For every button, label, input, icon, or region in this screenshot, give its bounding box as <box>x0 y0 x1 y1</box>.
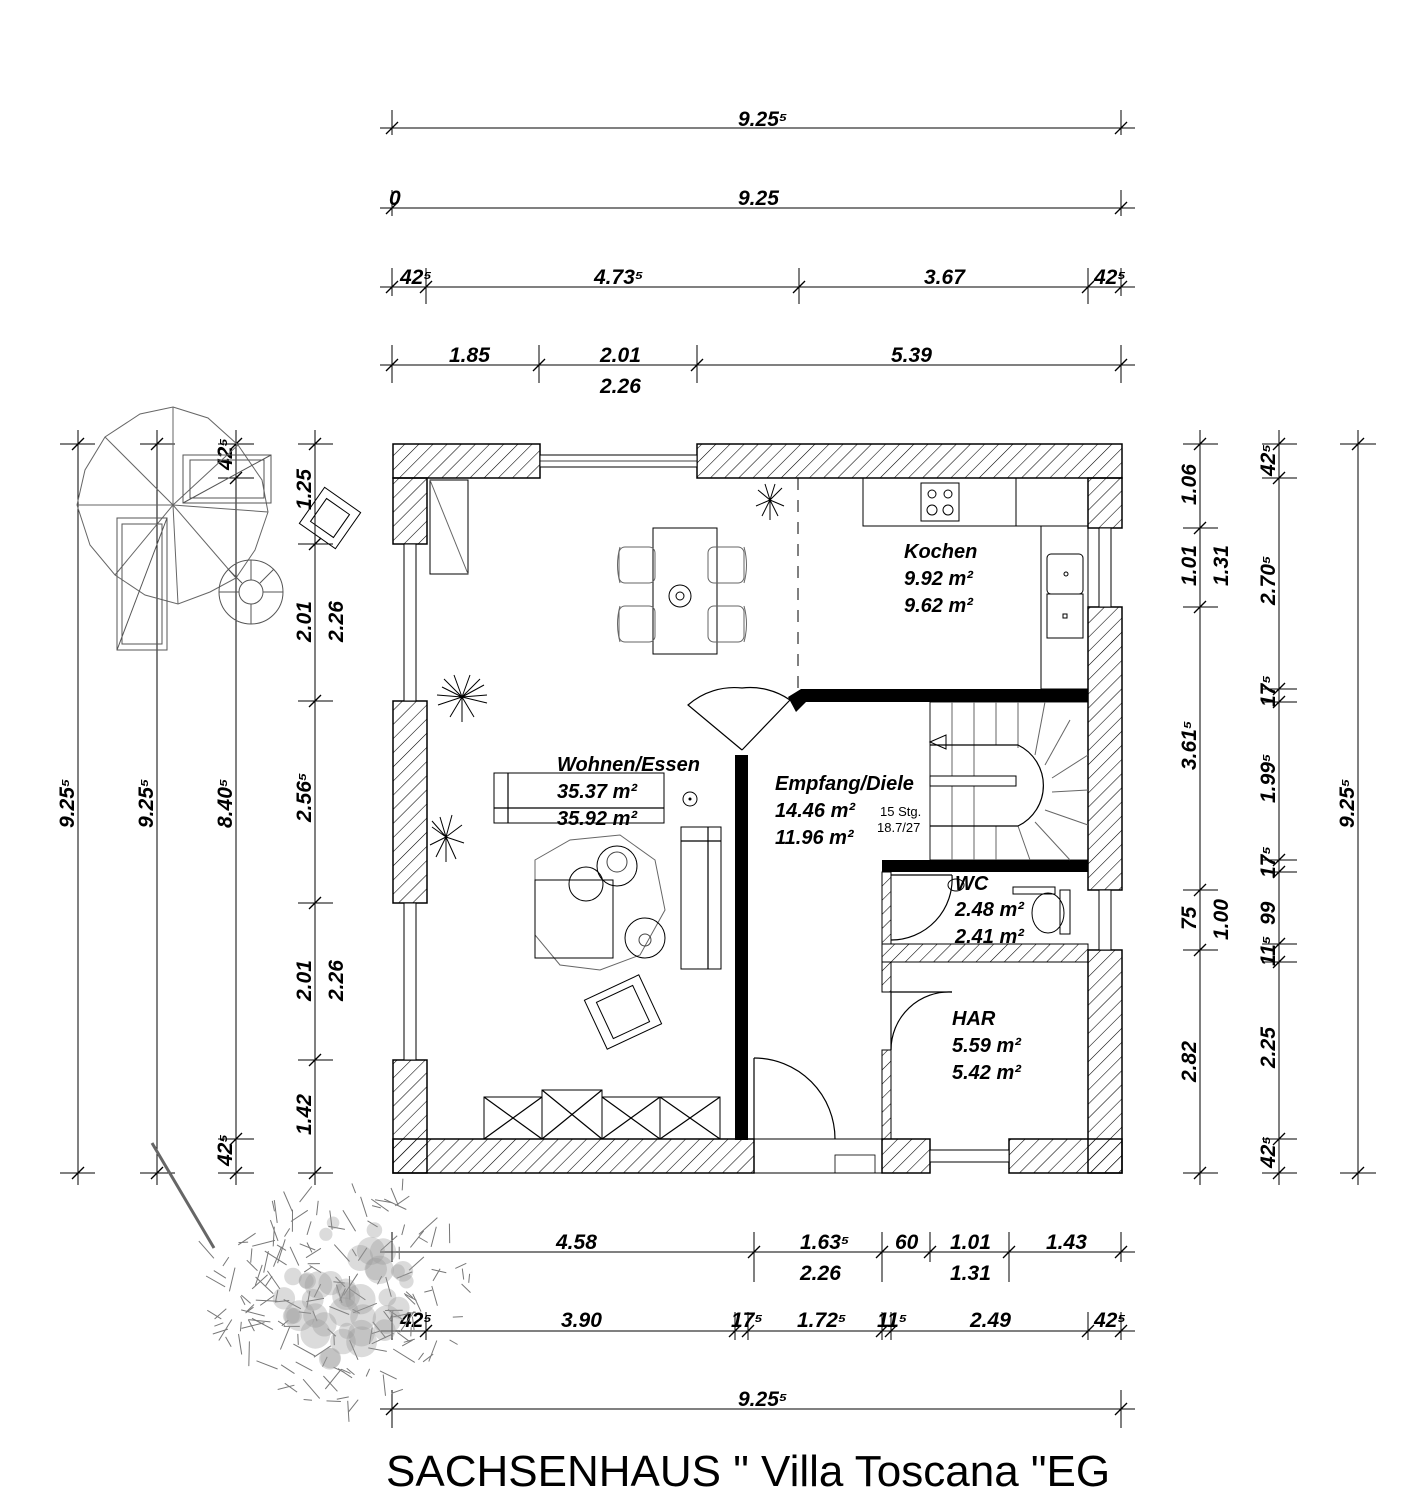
staircase <box>928 701 1089 861</box>
spiral-chair-icon <box>218 559 284 625</box>
dim-right-seg4: 75 <box>1178 906 1201 930</box>
dim-right2-seg8: 2.25 <box>1257 1027 1280 1069</box>
dim-top-zero: 0 <box>389 187 401 210</box>
dim-left-seg5: 1.42 <box>293 1094 316 1135</box>
room-empfang-name: Empfang/Diele <box>775 773 914 795</box>
shrub-icon <box>198 1178 471 1422</box>
room-kochen-area2: 9.62 m² <box>904 595 974 617</box>
doors <box>687 686 953 1140</box>
bottom-dimensions: 4.58 1.63⁵ 60 1.01 1.43 2.26 1.31 42⁵ 3.… <box>380 1231 1135 1428</box>
dim-top-seg1: 1.85 <box>449 344 490 367</box>
dim-right-seg4-sub: 1.00 <box>1210 899 1233 940</box>
room-kochen-name: Kochen <box>904 541 977 563</box>
room-empfang-area1: 14.46 m² <box>775 800 856 822</box>
room-wohnen-area1: 35.37 m² <box>557 781 638 803</box>
plant-icon <box>429 814 465 862</box>
dim-bottom2-seg7: 42⁵ <box>1093 1309 1126 1332</box>
dim-right2-seg5: 17⁵ <box>1257 846 1280 878</box>
dim-right2-seg7: 11⁵ <box>1257 936 1280 966</box>
dim-bottom2-seg4: 1.72⁵ <box>797 1309 846 1332</box>
room-wc-area2: 2.41 m² <box>954 926 1025 948</box>
room-har-area2: 5.42 m² <box>952 1062 1022 1084</box>
stairs-steps: 15 Stg. <box>880 804 921 819</box>
dim-left-seg3: 2.56⁵ <box>293 773 316 823</box>
dim-left-seg2: 2.01 <box>293 601 316 643</box>
dim-top-right-span: 3.67 <box>924 266 966 289</box>
dim-left-seg1: 1.25 <box>293 469 316 510</box>
dim-bottom-seg1: 4.58 <box>555 1231 597 1254</box>
dim-right2-seg3: 17⁵ <box>1257 675 1280 707</box>
dim-right2-seg2: 2.70⁵ <box>1257 556 1280 606</box>
sun-lounger-icon <box>116 454 272 651</box>
dim-right-seg5: 2.82 <box>1178 1041 1201 1083</box>
dim-top-wall-left: 42⁵ <box>399 266 432 289</box>
room-kochen-area1: 9.92 m² <box>904 568 974 590</box>
dim-bottom2-seg6: 2.49 <box>969 1309 1011 1332</box>
dim-right2-seg9: 42⁵ <box>1257 1136 1280 1169</box>
dim-top-wall-right: 42⁵ <box>1093 266 1126 289</box>
dim-bottom2-seg2: 3.90 <box>561 1309 602 1332</box>
room-har-name: HAR <box>952 1008 996 1030</box>
dim-top-inner-total: 9.25 <box>738 187 779 210</box>
dim-bottom-seg4-sub: 1.31 <box>950 1262 991 1285</box>
dim-bottom-seg2: 1.63⁵ <box>800 1231 849 1254</box>
dim-bottom2-seg5: 11⁵ <box>877 1309 907 1332</box>
dim-left-seg2-sub: 2.26 <box>325 601 348 643</box>
dim-right-seg1: 1.06 <box>1178 464 1201 505</box>
dim-left-outer3: 8.40⁵ <box>214 779 237 828</box>
furniture <box>429 477 1089 1140</box>
dim-bottom-seg4: 1.01 <box>950 1231 991 1254</box>
right-dimensions: 1.06 1.01 1.31 3.61⁵ 75 1.00 2.82 42⁵ 2.… <box>1178 430 1376 1185</box>
room-labels: Kochen 9.92 m² 9.62 m² Wohnen/Essen 35.3… <box>557 541 1025 1084</box>
room-wc-name: WC <box>955 873 989 895</box>
dim-right-seg2-sub: 1.31 <box>1210 545 1233 586</box>
dim-bottom-seg3: 60 <box>895 1231 919 1254</box>
dim-bottom-seg5: 1.43 <box>1046 1231 1087 1254</box>
dim-bottom-total: 9.25⁵ <box>738 1388 787 1411</box>
dim-top-seg2: 2.01 <box>599 344 641 367</box>
dim-top-seg3: 5.39 <box>891 344 932 367</box>
room-wc-area1: 2.48 m² <box>954 899 1025 921</box>
dim-bottom-seg2-sub: 2.26 <box>799 1262 841 1285</box>
dim-left-outer3-bottom: 42⁵ <box>214 1134 237 1167</box>
dim-right2-seg6: 99 <box>1257 901 1280 925</box>
room-har-area1: 5.59 m² <box>952 1035 1022 1057</box>
interior-walls <box>735 478 1089 1140</box>
dim-left-seg4: 2.01 <box>293 960 316 1002</box>
dim-right2-seg1: 42⁵ <box>1257 444 1280 477</box>
top-dimensions: 9.25⁵ 0 9.25 42⁵ 4.73⁵ 3.67 42⁵ 1.85 2.0… <box>380 108 1135 398</box>
dim-top-seg2-sub: 2.26 <box>599 375 641 398</box>
dim-right2-seg4: 1.99⁵ <box>1257 754 1280 803</box>
room-wohnen-name: Wohnen/Essen <box>557 754 700 776</box>
path-line <box>150 1142 216 1249</box>
exterior-walls <box>392 443 1123 1174</box>
dim-right-seg3: 3.61⁵ <box>1178 721 1201 770</box>
room-wohnen-area2: 35.92 m² <box>557 808 638 830</box>
drawing-title: SACHSENHAUS " Villa Toscana "EG <box>386 1447 1110 1496</box>
stairs-ratio: 18.7/27 <box>877 820 920 835</box>
dim-right-seg2: 1.01 <box>1178 545 1201 586</box>
dim-left-outer1: 9.25⁵ <box>56 779 79 828</box>
dim-left-seg4-sub: 2.26 <box>325 960 348 1002</box>
left-dimensions: 9.25⁵ 9.25⁵ 8.40⁵ 42⁵ 42⁵ 1.25 2.01 2.26… <box>56 430 348 1185</box>
room-empfang-area2: 11.96 m² <box>775 827 855 849</box>
dim-bottom2-seg3: 17⁵ <box>731 1309 763 1332</box>
dim-top-total: 9.25⁵ <box>738 108 787 131</box>
dim-left-outer2: 9.25⁵ <box>135 779 158 828</box>
dim-top-left-span: 4.73⁵ <box>593 266 643 289</box>
dim-right-outer: 9.25⁵ <box>1336 779 1359 828</box>
plant-icon <box>755 483 785 520</box>
plant-icon <box>436 674 488 722</box>
dim-bottom2-seg1: 42⁵ <box>399 1309 432 1332</box>
parasol-icon <box>76 406 269 605</box>
garden-chair-icon <box>298 486 362 550</box>
